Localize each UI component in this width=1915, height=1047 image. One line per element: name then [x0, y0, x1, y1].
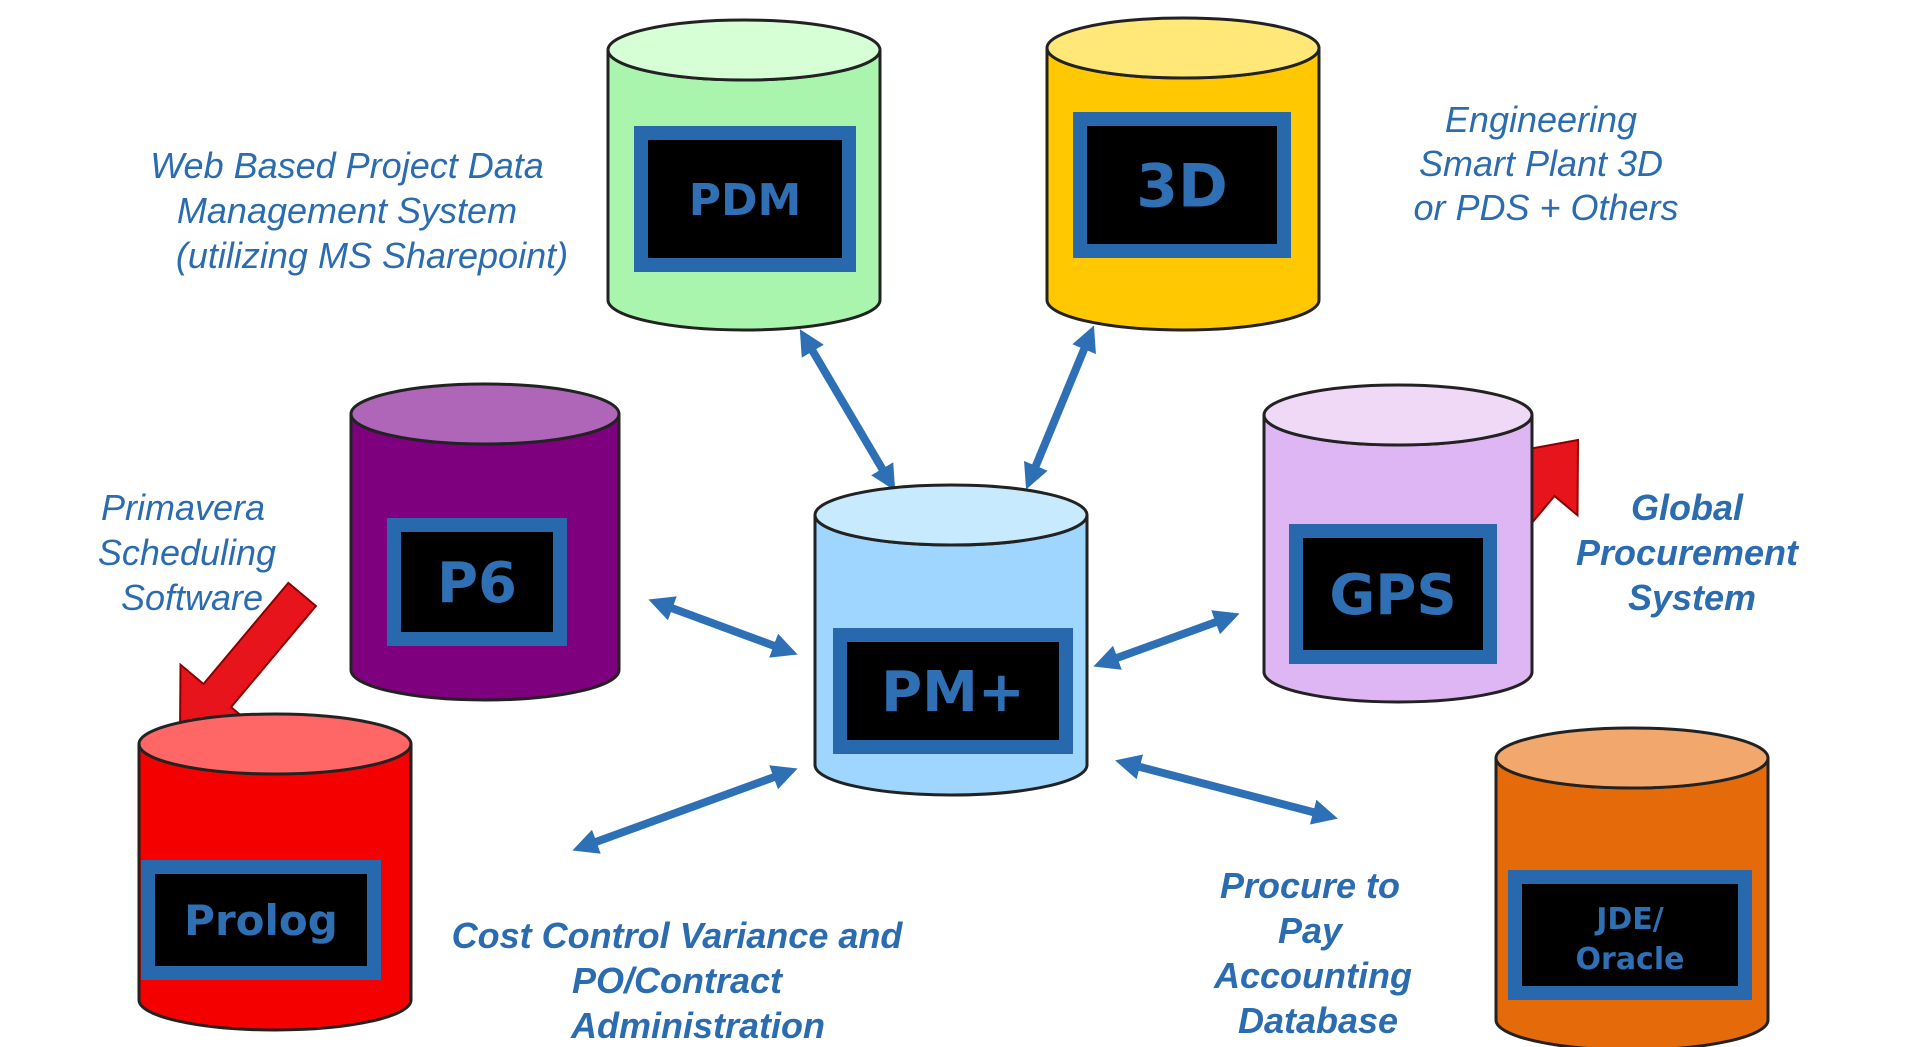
- database-jde: JDE/Oracle: [1494, 726, 1770, 1047]
- cylinder-top: [813, 483, 1089, 547]
- gps-caption-line: Procurement: [1576, 532, 1800, 573]
- database-pm: PM+: [813, 483, 1089, 797]
- screen: [1303, 538, 1483, 650]
- procure-caption-line: Procure to: [1220, 865, 1400, 906]
- screen: [1087, 126, 1277, 244]
- screen: [1522, 884, 1738, 986]
- gps-caption: Global Procurement System: [1576, 487, 1808, 618]
- p6-connector-arrow: [648, 596, 798, 658]
- gps-caption-line: System: [1628, 577, 1756, 618]
- pdm-caption-line: Management System: [177, 190, 517, 231]
- database-label: GPS: [1329, 563, 1456, 628]
- cost-caption-line: Administration: [570, 1005, 825, 1046]
- pdm-caption: Web Based Project Data Management System…: [150, 145, 568, 276]
- database-label: Prolog: [184, 896, 338, 945]
- cost-connector-arrow: [572, 765, 798, 854]
- database-label: P6: [437, 551, 517, 616]
- database-label: 3D: [1136, 152, 1228, 222]
- pdm-caption-line: (utilizing MS Sharepoint): [176, 235, 568, 276]
- 3d-caption: Engineering Smart Plant 3D or PDS + Othe…: [1413, 99, 1678, 228]
- p6-caption-line: Scheduling: [98, 532, 276, 573]
- cylinder-top: [137, 712, 413, 776]
- database-prolog: Prolog: [137, 712, 413, 1032]
- p6-caption-line: Primavera: [101, 487, 265, 528]
- gps-caption-line: Global: [1631, 487, 1744, 528]
- cost-caption-line: Cost Control Variance and: [452, 915, 904, 956]
- cylinder-top: [349, 382, 621, 446]
- connectors: [572, 325, 1338, 854]
- cylinder-top: [1262, 383, 1534, 447]
- cylinder-top: [1494, 726, 1770, 790]
- database-p6: P6: [349, 382, 621, 702]
- procure-caption-line: Database: [1238, 1000, 1398, 1041]
- database-pdm: PDM: [606, 18, 882, 332]
- database-d3: 3D: [1045, 16, 1321, 332]
- database-label-line: JDE/: [1594, 902, 1664, 937]
- procure-caption-line: Accounting: [1213, 955, 1412, 996]
- procure-connector-arrow: [1115, 754, 1338, 825]
- screen: [401, 532, 553, 632]
- gps-connector-arrow: [1093, 610, 1240, 670]
- pdm-caption-line: Web Based Project Data: [150, 145, 544, 186]
- 3d-connector-arrow: [1024, 325, 1096, 490]
- cost-caption: Cost Control Variance and PO/Contract Ad…: [452, 915, 913, 1046]
- pdm-connector-arrow: [799, 329, 896, 491]
- procure-caption-line: Pay: [1278, 910, 1344, 951]
- 3d-caption-line: Engineering: [1445, 99, 1637, 140]
- p6-caption-line: Software: [121, 577, 263, 618]
- cylinder-top: [606, 18, 882, 82]
- p6-caption: Primavera Scheduling Software: [98, 487, 286, 618]
- database-label: PDM: [689, 175, 802, 226]
- database-label: PM+: [881, 660, 1025, 725]
- database-label-line: Oracle: [1576, 942, 1685, 977]
- screen: [155, 874, 367, 966]
- cost-caption-line: PO/Contract: [572, 960, 784, 1001]
- screen: [648, 140, 842, 258]
- cylinder-top: [1045, 16, 1321, 80]
- 3d-caption-line: Smart Plant 3D: [1419, 143, 1663, 184]
- 3d-caption-line: or PDS + Others: [1413, 187, 1678, 228]
- procure-caption: Procure to Pay Accounting Database: [1213, 865, 1422, 1041]
- screen: [847, 642, 1059, 740]
- database-gps: GPS: [1262, 383, 1534, 704]
